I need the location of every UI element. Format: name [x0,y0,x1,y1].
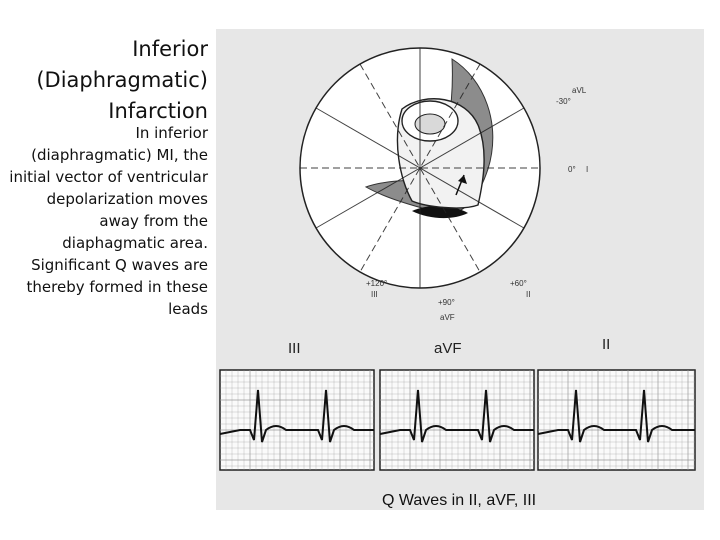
ecg-strip [537,369,696,471]
minus30-angle-label: -30° [556,97,571,106]
avf-axis-label: aVF [440,313,455,322]
ecg-trace [379,389,534,443]
ecg-trace [537,389,695,443]
ecg-strip-frame [219,369,375,471]
hexaxial-diagram [299,47,541,289]
ecg-strip [219,369,375,471]
ecg-strip-frame [537,369,696,471]
slide-description: In inferior (diaphragmatic) MI, the init… [9,124,208,318]
axis-labels: aVL -30° 0° I +120° III +90° aVF +60° II [366,86,588,322]
ecg-figure: aVL -30° 0° I +120° III +90° aVF +60° II… [216,29,704,510]
axis-lines [300,48,540,288]
plus60-angle-label: +60° [510,279,527,288]
vector-arrow-head [458,175,467,184]
lead-heading-avf: aVF [434,340,462,357]
ecg-strip [379,369,535,471]
avl-lead-label: aVL [572,86,587,95]
ecg-strip-frame [379,369,535,471]
lead-ii-axis-label: II [526,290,530,299]
ecg-trace [219,389,374,443]
zero-angle-label: 0° [568,165,576,174]
axis-line [315,107,525,229]
figure-caption: Q Waves in II, aVF, III [382,492,536,509]
infarct-black-area [412,205,468,219]
lead-heading-iii: III [288,340,301,357]
plus120-angle-label: +120° [366,279,387,288]
ecg-strips [219,369,696,471]
lead-heading-ii: II [602,336,610,353]
axis-line [359,63,481,273]
plus90-angle-label: +90° [438,298,455,307]
ecg-figure-svg: aVL -30° 0° I +120° III +90° aVF +60° II… [219,47,696,509]
lead-i-label: I [586,165,588,174]
slide-title: Inferior (Diaphragmatic) Infarction [36,37,208,123]
lead-iii-axis-label: III [371,290,378,299]
axis-line [359,63,481,273]
